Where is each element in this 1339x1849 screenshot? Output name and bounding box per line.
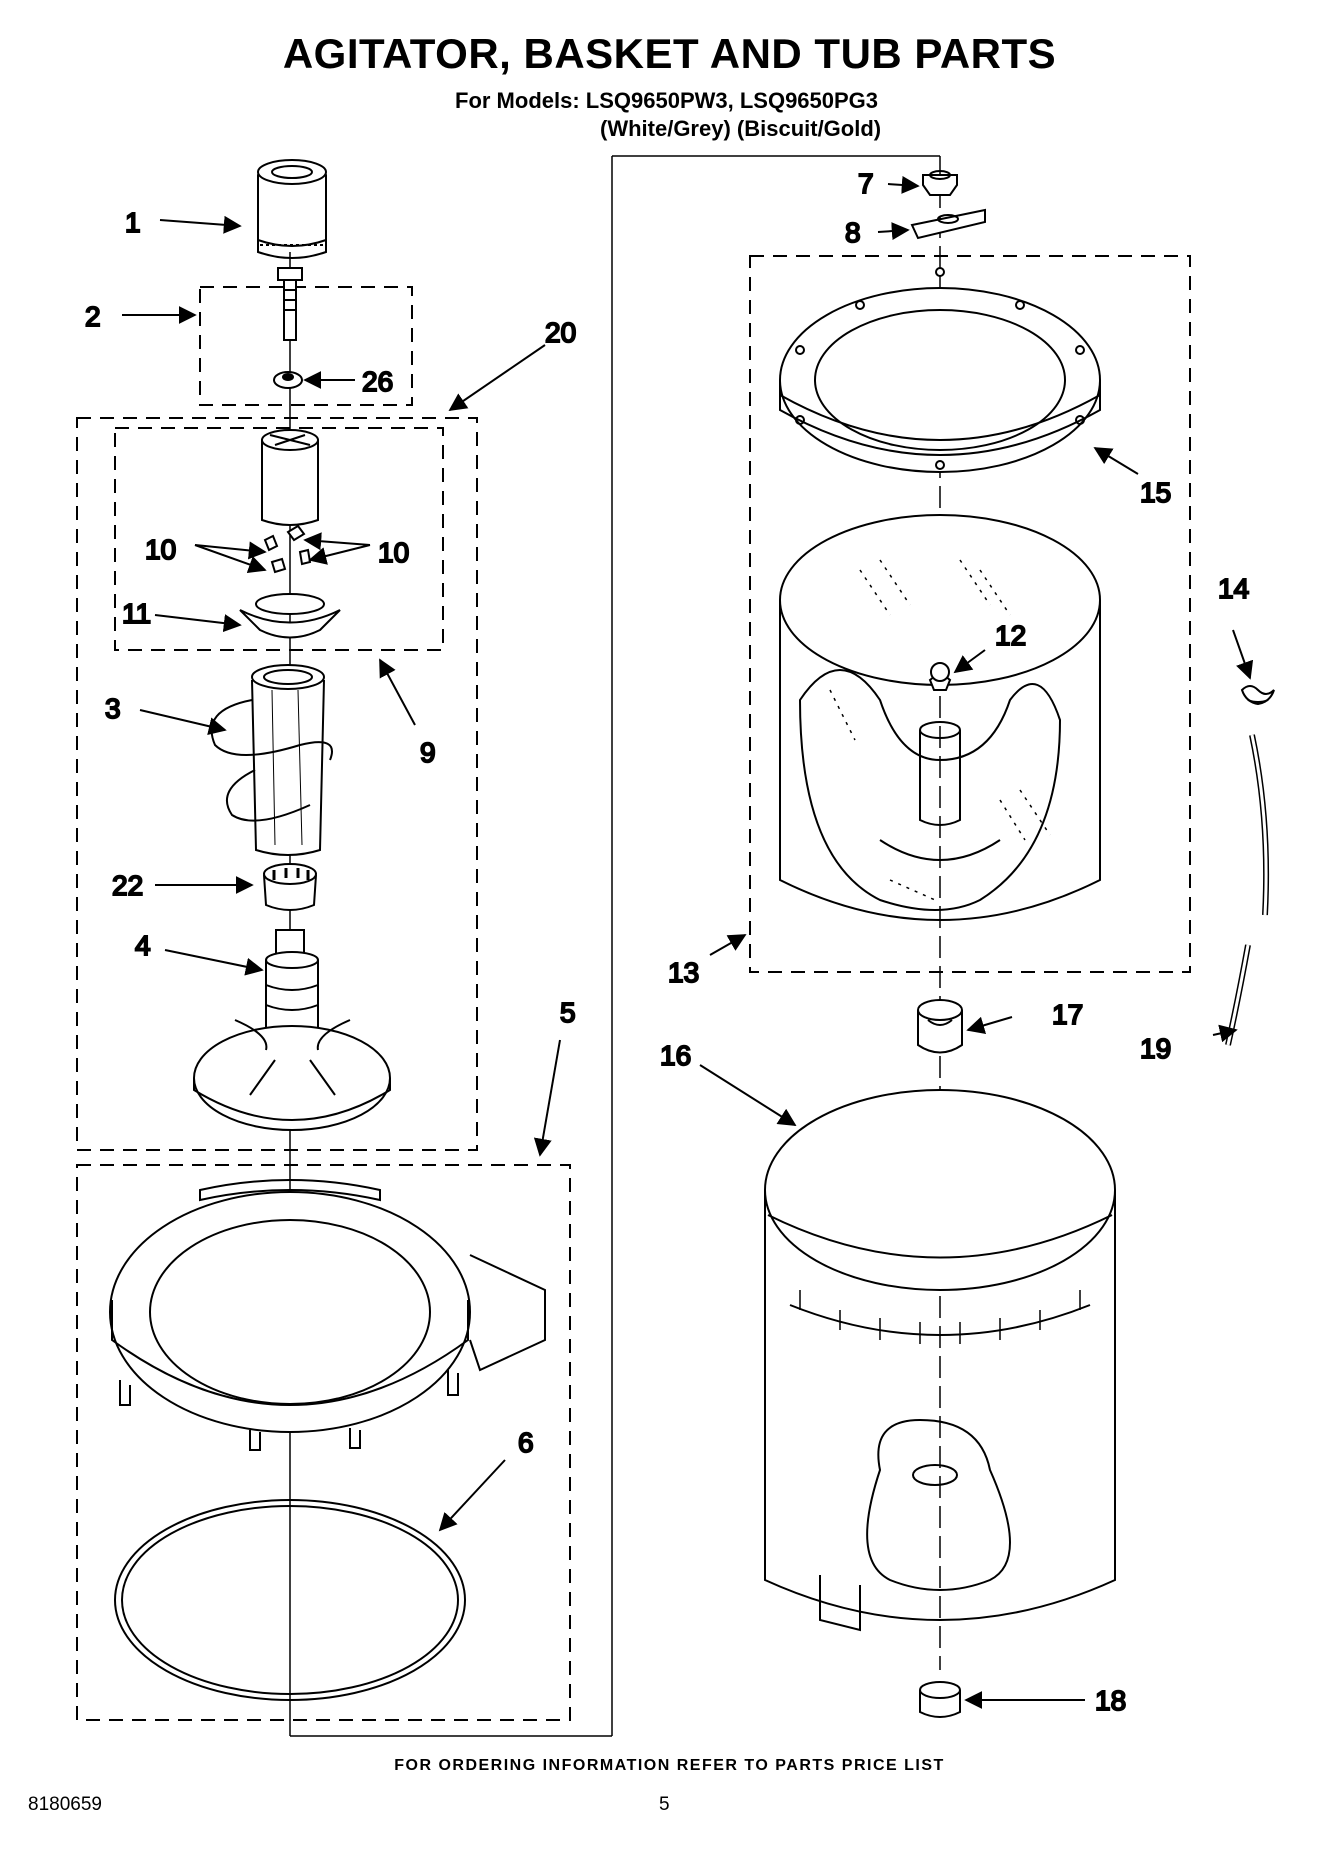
- tub-ring-part: [109, 1179, 546, 1451]
- group-box-5: [76, 1164, 571, 1721]
- callout-10-right: 10: [378, 537, 409, 568]
- callout-20: 20: [545, 317, 576, 348]
- agitator-cap-part: [257, 159, 327, 259]
- callout-6: 6: [518, 1427, 534, 1458]
- clamp-part: [910, 208, 986, 240]
- bearing-part: [263, 863, 317, 911]
- callout-13: 13: [668, 957, 699, 988]
- callout-1: 1: [125, 207, 141, 238]
- group-box-20: [76, 417, 478, 1151]
- group-box-9: [114, 427, 444, 651]
- page-title: AGITATOR, BASKET AND TUB PARTS: [282, 30, 1057, 77]
- nut-part: [922, 170, 958, 196]
- callout-9: 9: [420, 737, 436, 768]
- ordering-note: FOR ORDERING INFORMATION REFER TO PARTS …: [394, 1757, 945, 1774]
- group-box-2: [199, 286, 413, 406]
- agitator-base-part: [193, 929, 391, 1131]
- callout-5: 5: [560, 997, 576, 1028]
- callout-22: 22: [112, 870, 143, 901]
- callout-11: 11: [122, 598, 151, 629]
- group-box-13: [749, 255, 1191, 973]
- page-number: 5: [659, 1794, 670, 1815]
- callout-8: 8: [845, 217, 861, 248]
- callout-18: 18: [1095, 1685, 1126, 1716]
- hose-clip-part: [1240, 685, 1275, 706]
- callout-7: 7: [858, 168, 874, 199]
- washer-part: [273, 371, 303, 389]
- callout-15: 15: [1140, 477, 1171, 508]
- cam-assembly-part: [261, 429, 319, 526]
- hose-part: [1225, 734, 1270, 1046]
- basket-part: [779, 514, 1101, 921]
- callout-12: 12: [995, 620, 1026, 651]
- callout-16: 16: [660, 1040, 691, 1071]
- callout-19: 19: [1140, 1033, 1171, 1064]
- auger-part: [210, 664, 333, 856]
- callout-26: 26: [362, 366, 393, 397]
- document-number: 8180659: [28, 1794, 102, 1815]
- bolt-part: [277, 267, 303, 341]
- callout-2: 2: [85, 301, 101, 332]
- model-colors: (White/Grey) (Biscuit/Gold): [600, 116, 882, 141]
- dog-parts: [263, 524, 312, 574]
- callout-4: 4: [135, 930, 151, 961]
- snubber-ring-part: [114, 1499, 466, 1701]
- callout-14: 14: [1218, 573, 1249, 604]
- balance-ring-part: [779, 267, 1101, 473]
- drain-plug-part: [919, 1681, 961, 1718]
- callout-3: 3: [105, 693, 121, 724]
- model-numbers: For Models: LSQ9650PW3, LSQ9650PG3: [455, 88, 879, 113]
- cam-base-part: [239, 593, 341, 639]
- seal-part: [917, 999, 963, 1054]
- outer-tub-part: [764, 1089, 1116, 1632]
- hub-nut-part: [930, 662, 950, 682]
- callout-10-left: 10: [145, 534, 176, 565]
- callout-17: 17: [1052, 999, 1083, 1030]
